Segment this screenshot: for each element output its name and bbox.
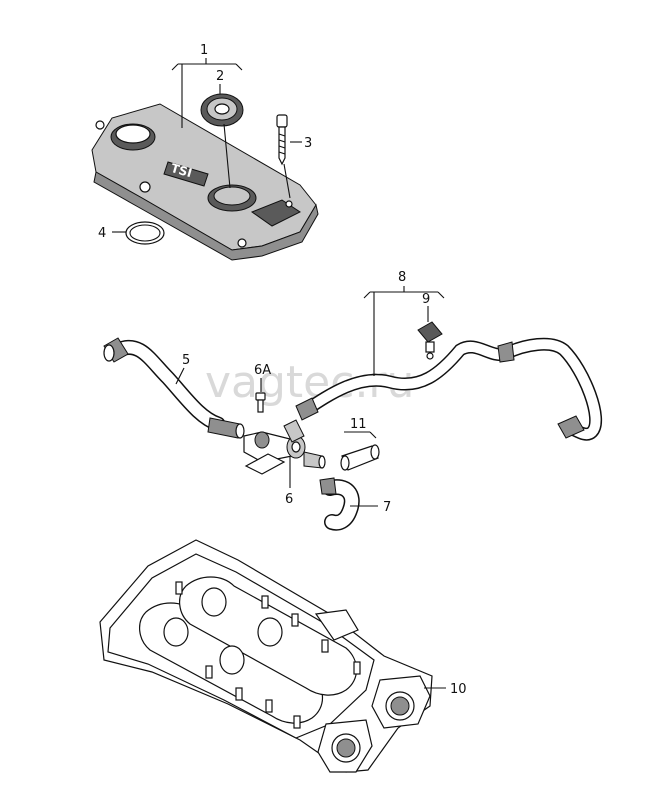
callout-6: 6 [285, 492, 293, 507]
small-bolt[interactable] [255, 392, 266, 413]
callout-7: 7 [383, 500, 391, 515]
tsi-badge: TSI [169, 161, 193, 180]
callout-3: 3 [304, 136, 312, 151]
callout-1: 1 [200, 43, 208, 58]
leader-lines [112, 58, 446, 689]
emblem-badge[interactable] [200, 93, 244, 127]
breather-hose-left[interactable] [103, 337, 245, 439]
callout-6a: 6A [254, 363, 271, 378]
elbow-hose[interactable] [319, 477, 360, 531]
breather-hose-long[interactable] [295, 337, 603, 441]
cylinder-head-cover[interactable] [99, 539, 433, 773]
callout-9: 9 [422, 292, 430, 307]
callout-10: 10 [450, 682, 467, 697]
short-hose[interactable] [340, 444, 380, 471]
bolt[interactable] [276, 114, 288, 166]
callout-11: 11 [350, 417, 367, 432]
engine-cover[interactable]: TSI [91, 103, 319, 261]
connecting-piece[interactable] [243, 419, 326, 475]
callout-4: 4 [98, 226, 106, 241]
callout-2: 2 [216, 69, 224, 84]
o-ring[interactable] [125, 221, 165, 245]
hose-clip[interactable] [417, 321, 443, 360]
callout-8: 8 [398, 270, 406, 285]
callout-5: 5 [182, 353, 190, 368]
